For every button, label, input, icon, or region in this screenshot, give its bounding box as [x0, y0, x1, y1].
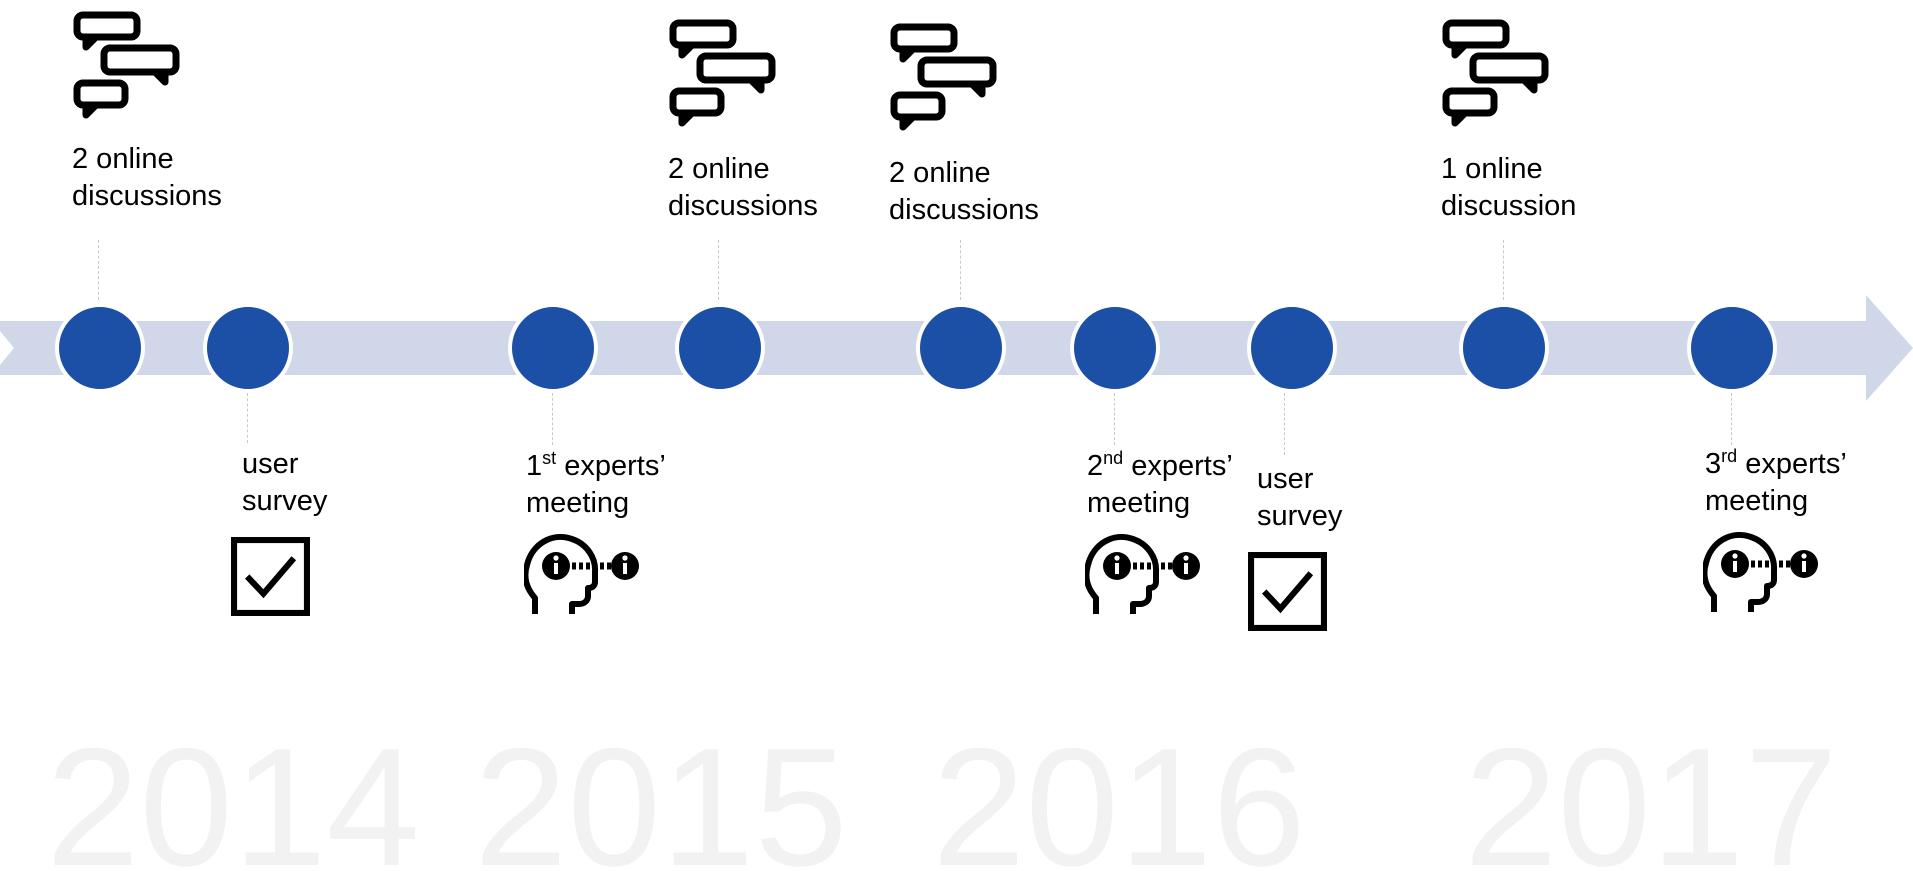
chat-bubbles-icon: [72, 11, 182, 121]
connector-online-2014: [98, 240, 99, 300]
event-label-line: user: [1257, 463, 1314, 495]
connector-online-2016: [960, 240, 961, 300]
year-2015: 2015: [474, 713, 848, 871]
event-label-line: survey: [1257, 500, 1343, 532]
event-label-line: 3rd experts’: [1705, 446, 1847, 483]
event-label-online-2015: 2 online discussions: [668, 151, 818, 225]
connector-survey-2016: [1284, 393, 1285, 455]
timeline-tail-notch: [0, 331, 14, 365]
connector-meeting-1: [552, 393, 553, 445]
ordinal-suffix: st: [542, 448, 557, 468]
event-label-meeting-3: 3rd experts’ meeting: [1705, 446, 1847, 520]
event-label-line: meeting: [1705, 485, 1809, 517]
timeline-node-meeting-3: [1687, 303, 1777, 393]
connector-survey-2014: [247, 393, 248, 443]
event-label-text: experts’: [556, 450, 666, 482]
event-label-line: 1 online: [1441, 153, 1543, 185]
ordinal-number: 2: [1087, 450, 1104, 482]
timeline-node-survey-2014: [203, 303, 293, 393]
chat-bubbles-icon: [668, 19, 778, 129]
event-label-online-2017: 1 online discussion: [1441, 151, 1576, 225]
event-label-line: 2 online: [72, 143, 174, 175]
event-label-line: discussions: [889, 194, 1039, 226]
chat-bubbles-icon: [1441, 19, 1551, 129]
event-label-line: 2 online: [668, 153, 770, 185]
event-label-line: meeting: [526, 487, 630, 519]
connector-meeting-3: [1731, 393, 1732, 445]
event-label-survey-2014: user survey: [242, 446, 327, 520]
connector-online-2015: [718, 240, 719, 300]
event-label-line: 1st experts’: [526, 448, 666, 485]
timeline-node-online-2016: [916, 303, 1006, 393]
year-2017: 2017: [1464, 713, 1838, 871]
timeline-arrow-head: [1866, 295, 1913, 401]
expert-head-info-icon: [524, 528, 639, 618]
ordinal-suffix: nd: [1103, 448, 1124, 468]
event-label-survey-2016: user survey: [1257, 461, 1342, 535]
event-label-online-2016: 2 online discussions: [889, 155, 1039, 229]
event-label-meeting-1: 1st experts’ meeting: [526, 448, 666, 522]
event-label-line: discussions: [72, 180, 222, 212]
event-label-line: 2 online: [889, 157, 991, 189]
connector-online-2017: [1503, 240, 1504, 300]
event-label-line: user: [242, 448, 299, 480]
ordinal-number: 1: [526, 450, 543, 482]
expert-head-info-icon: [1085, 528, 1200, 618]
timeline-node-meeting-1: [508, 303, 598, 393]
timeline-node-meeting-2: [1070, 303, 1160, 393]
event-label-line: discussion: [1441, 190, 1577, 222]
connector-meeting-2: [1114, 393, 1115, 445]
checkbox-checked-icon: [230, 536, 311, 617]
timeline-node-online-2015: [675, 303, 765, 393]
expert-head-info-icon: [1703, 526, 1818, 616]
ordinal-suffix: rd: [1721, 446, 1738, 466]
year-2016: 2016: [932, 713, 1306, 871]
year-2014: 2014: [46, 713, 420, 871]
event-label-line: 2nd experts’: [1087, 448, 1233, 485]
event-label-meeting-2: 2nd experts’ meeting: [1087, 448, 1233, 522]
event-label-line: discussions: [668, 190, 818, 222]
event-label-line: survey: [242, 485, 328, 517]
chat-bubbles-icon: [889, 23, 999, 133]
event-label-line: meeting: [1087, 487, 1191, 519]
timeline-node-online-2017: [1459, 303, 1549, 393]
timeline-node-online-2014: [55, 303, 145, 393]
event-label-text: experts’: [1123, 450, 1233, 482]
event-label-text: experts’: [1737, 448, 1847, 480]
timeline-node-survey-2016: [1247, 303, 1337, 393]
ordinal-number: 3: [1705, 448, 1722, 480]
event-label-online-2014: 2 online discussions: [72, 141, 222, 215]
checkbox-checked-icon: [1247, 551, 1328, 632]
